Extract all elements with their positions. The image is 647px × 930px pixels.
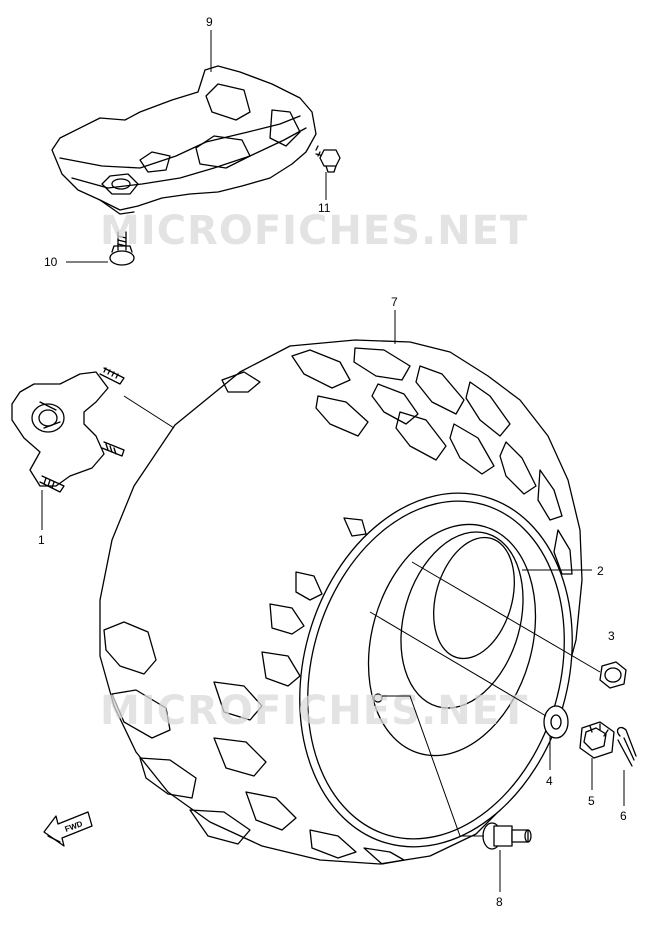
watermark-top: MICROFICHES.NET xyxy=(100,208,528,254)
callout-11: 11 xyxy=(318,201,331,215)
fwd-arrow-icon: FWD xyxy=(43,811,93,847)
washer xyxy=(543,705,569,739)
wheel-hub xyxy=(11,367,125,493)
valve-stem xyxy=(482,822,532,850)
callout-5: 5 xyxy=(588,794,595,808)
callout-6: 6 xyxy=(620,809,627,823)
castle-nut xyxy=(579,721,615,759)
tire xyxy=(99,339,583,865)
callout-3: 3 xyxy=(608,629,615,643)
cotter-pin xyxy=(616,726,637,767)
callout-1: 1 xyxy=(38,533,45,547)
callout-4: 4 xyxy=(546,774,553,788)
callout-7: 7 xyxy=(391,295,398,309)
nut xyxy=(599,661,627,689)
guard-bolt-upper xyxy=(315,145,341,173)
callout-9: 9 xyxy=(206,15,213,29)
watermark-bottom: MICROFICHES.NET xyxy=(100,688,528,734)
callout-2: 2 xyxy=(597,564,604,578)
callout-10: 10 xyxy=(44,255,58,269)
guard-bolt-lower xyxy=(109,231,135,266)
leader-lines xyxy=(41,30,625,892)
wheel-guard xyxy=(51,65,317,215)
callout-8: 8 xyxy=(496,895,503,909)
